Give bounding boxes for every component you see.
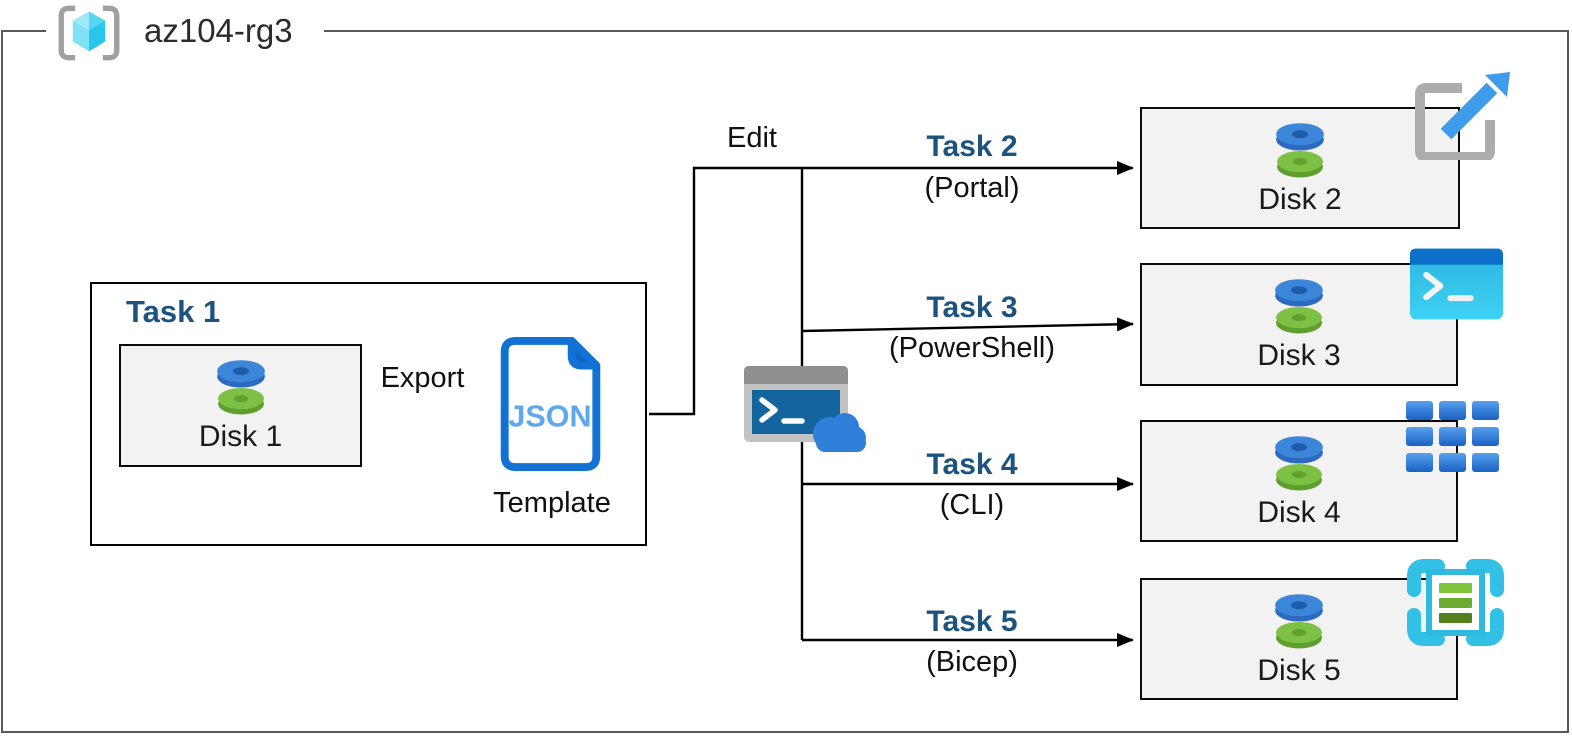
task4-method: (CLI) bbox=[939, 489, 1005, 521]
disk2-box: Disk 2 bbox=[1140, 107, 1460, 229]
disk4-label: Disk 4 bbox=[1257, 495, 1341, 529]
azure-portal-launch-icon bbox=[1415, 72, 1510, 160]
task2-method: (Portal) bbox=[924, 172, 1020, 204]
json-file-icon: JSON bbox=[500, 336, 601, 472]
managed-disk-icon bbox=[1276, 122, 1324, 177]
json-badge-text: JSON bbox=[508, 400, 591, 434]
resource-group-name: az104-rg3 bbox=[144, 12, 293, 49]
export-arrow-label: Export bbox=[380, 362, 465, 394]
disk1-box: Disk 1 bbox=[119, 344, 362, 467]
managed-disk-icon bbox=[1275, 593, 1323, 648]
task3-arrow bbox=[801, 317, 1134, 333]
disk4-box: Disk 4 bbox=[1140, 420, 1458, 542]
disk1-label: Disk 1 bbox=[198, 420, 283, 453]
cloud-shell-icon bbox=[744, 366, 866, 452]
task3-method: (PowerShell) bbox=[889, 332, 1055, 364]
azure-cli-grid-icon bbox=[1406, 401, 1499, 472]
managed-disk-icon bbox=[216, 360, 265, 415]
disk3-label: Disk 3 bbox=[1257, 339, 1341, 372]
managed-disk-icon bbox=[1275, 435, 1323, 490]
edit-arrow-label: Edit bbox=[727, 122, 777, 154]
task4-label: Task 4 bbox=[926, 448, 1018, 481]
powershell-icon bbox=[1410, 248, 1503, 320]
bicep-template-icon bbox=[1407, 559, 1504, 646]
disk5-box: Disk 5 bbox=[1140, 578, 1458, 700]
task1-label: Task 1 bbox=[126, 294, 221, 329]
task5-method: (Bicep) bbox=[926, 646, 1018, 678]
managed-disk-icon bbox=[1275, 279, 1323, 334]
task3-label: Task 3 bbox=[926, 291, 1018, 324]
task2-label: Task 2 bbox=[926, 130, 1018, 163]
disk3-box: Disk 3 bbox=[1140, 263, 1458, 386]
disk5-label: Disk 5 bbox=[1257, 653, 1341, 687]
disk2-label: Disk 2 bbox=[1258, 182, 1342, 216]
resource-group-icon bbox=[58, 5, 120, 61]
task5-label: Task 5 bbox=[926, 605, 1018, 638]
template-caption: Template bbox=[493, 487, 611, 519]
task2-arrow bbox=[649, 161, 1134, 416]
